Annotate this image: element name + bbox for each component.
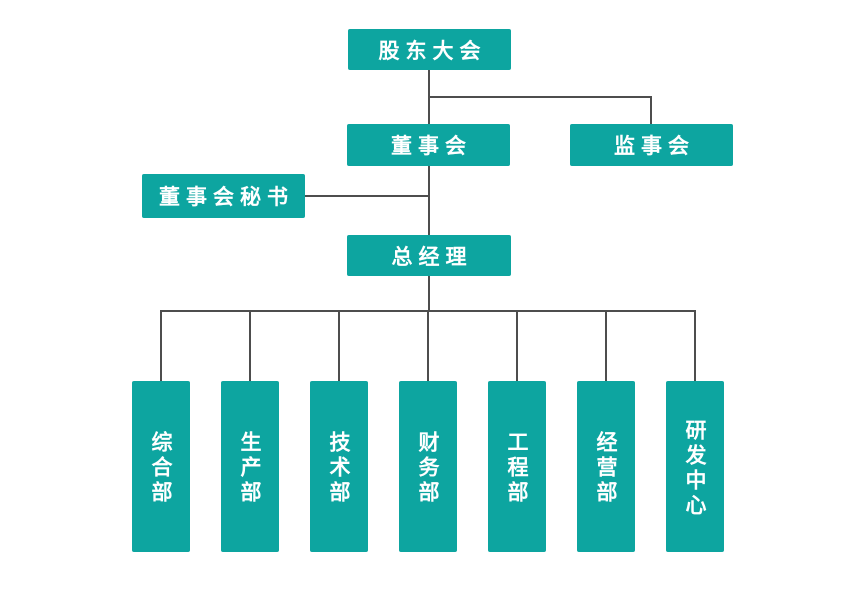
node-shareholders-meeting: 股东大会 — [348, 29, 511, 70]
node-label: 财务部 — [416, 431, 440, 506]
node-department-finance: 财务部 — [399, 381, 457, 552]
connector-board-to-gm — [428, 166, 430, 235]
connector-to-secretary — [305, 195, 429, 197]
connector-gm-down — [428, 276, 430, 312]
connector-gm-to-operations — [605, 310, 607, 382]
connector-branch-horizontal — [428, 96, 652, 98]
node-department-production: 生产部 — [221, 381, 279, 552]
node-label: 经营部 — [594, 431, 618, 506]
connector-gm-to-engineering — [516, 310, 518, 382]
node-label: 董事会 — [391, 134, 472, 158]
node-department-operations: 经营部 — [577, 381, 635, 552]
connector-to-supervisory — [650, 96, 652, 124]
connector-gm-to-rd-center — [694, 310, 696, 382]
node-department-technology: 技术部 — [310, 381, 368, 552]
connector-gm-to-production — [249, 310, 251, 382]
node-label: 监事会 — [614, 134, 695, 158]
node-label: 工程部 — [505, 431, 529, 506]
node-department-rd-center: 研发中心 — [666, 381, 724, 552]
node-department-general-affairs: 综合部 — [132, 381, 190, 552]
node-label: 生产部 — [238, 431, 262, 506]
node-label: 董事会秘书 — [159, 185, 294, 209]
node-board-secretary: 董事会秘书 — [142, 174, 305, 218]
node-label: 股东大会 — [378, 38, 487, 63]
node-supervisory-board: 监事会 — [570, 124, 733, 166]
node-board-of-directors: 董事会 — [347, 124, 510, 166]
connector-gm-to-technology — [338, 310, 340, 382]
node-label: 技术部 — [327, 431, 351, 506]
connector-gm-to-finance — [427, 310, 429, 382]
connector-gm-to-general-affairs — [160, 310, 162, 382]
node-department-engineering: 工程部 — [488, 381, 546, 552]
node-label: 研发中心 — [683, 418, 707, 519]
node-general-manager: 总经理 — [347, 235, 511, 276]
node-label: 综合部 — [149, 431, 173, 506]
node-label: 总经理 — [391, 244, 473, 269]
